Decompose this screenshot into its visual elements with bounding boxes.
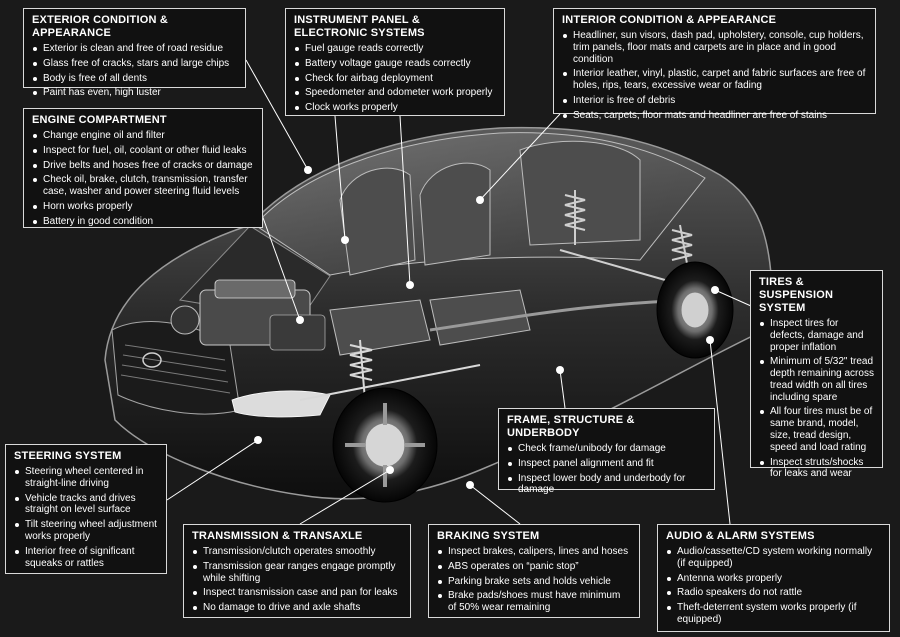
checklist-item: All four tires must be of same brand, mo… (759, 406, 874, 453)
checklist-item: ABS operates on “panic stop” (437, 561, 631, 573)
panel-title: TRANSMISSION & TRANSAXLE (192, 530, 363, 542)
checklist-item: Clock works properly (294, 102, 496, 114)
checklist-item: Check frame/unibody for damage (507, 443, 706, 455)
panel-title: EXTERIOR CONDITION & APPEARANCE (32, 14, 169, 39)
transmission-panel: TRANSMISSION & TRANSAXLE Transmission/cl… (183, 524, 411, 618)
front-wheel (332, 387, 438, 503)
checklist-item: Inspect lower body and underbody for dam… (507, 473, 706, 497)
checklist-item: Horn works properly (32, 201, 254, 213)
frame-structure-panel: FRAME, STRUCTURE & UNDERBODY Check frame… (498, 408, 715, 495)
tires-suspension-panel: TIRES & SUSPENSION SYSTEM Inspect tires … (750, 270, 883, 479)
checklist-item: Radio speakers do not rattle (666, 587, 881, 599)
checklist-item: Inspect transmission case and pan for le… (192, 587, 402, 599)
checklist-item: Inspect brakes, calipers, lines and hose… (437, 546, 631, 558)
seats (329, 140, 641, 356)
checklist-item: Check oil, brake, clutch, transmission, … (32, 174, 254, 198)
checklist-item: Drive belts and hoses free of cracks or … (32, 160, 254, 172)
checklist-item: Inspect panel alignment and fit (507, 458, 706, 470)
engine-block (170, 279, 326, 351)
checklist-item: Brake pads/shoes must have minimum of 50… (437, 590, 631, 614)
checklist-item: Transmission gear ranges engage promptly… (192, 561, 402, 585)
panel-title: TIRES & SUSPENSION SYSTEM (759, 276, 834, 314)
checklist-item: Fuel gauge reads correctly (294, 43, 496, 55)
panel-title: INSTRUMENT PANEL & ELECTRONIC SYSTEMS (294, 14, 425, 39)
checklist-item: Speedometer and odometer work properly (294, 87, 496, 99)
leader-lines (166, 59, 761, 525)
checklist-item: Steering wheel centered in straight-line… (14, 466, 158, 490)
checklist-item: Minimum of 5/32" tread depth remaining a… (759, 356, 874, 403)
panel-title: AUDIO & ALARM SYSTEMS (666, 530, 815, 542)
panel-title: BRAKING SYSTEM (437, 530, 540, 542)
checklist-item: Battery in good condition (32, 216, 254, 228)
checklist-item: Paint has even, high luster (32, 87, 237, 99)
checklist-item: Transmission/clutch operates smoothly (192, 546, 402, 558)
rear-wheel (656, 261, 734, 359)
interior-condition-panel: INTERIOR CONDITION & APPEARANCE Headline… (553, 8, 876, 121)
engine-compartment-panel: ENGINE COMPARTMENT Change engine oil and… (23, 108, 263, 228)
checklist-item: Antenna works properly (666, 573, 881, 585)
checklist-item: Change engine oil and filter (32, 130, 254, 142)
checklist-item: Interior is free of debris (562, 95, 867, 107)
checklist-item: Interior free of significant squeaks or … (14, 546, 158, 570)
panel-title: ENGINE COMPARTMENT (32, 114, 167, 126)
checklist-item: Parking brake sets and holds vehicle (437, 576, 631, 588)
steering-system-panel: STEERING SYSTEM Steering wheel centered … (5, 444, 167, 574)
panel-title: FRAME, STRUCTURE & UNDERBODY (507, 414, 635, 439)
checklist-item: Inspect for fuel, oil, coolant or other … (32, 145, 254, 157)
checklist-item: Inspect tires for defects, damage and pr… (759, 318, 874, 353)
checklist-item: Battery voltage gauge reads correctly (294, 58, 496, 70)
instrument-panel-panel: INSTRUMENT PANEL & ELECTRONIC SYSTEMS Fu… (285, 8, 505, 116)
checklist-item: Check for airbag deployment (294, 73, 496, 85)
braking-system-panel: BRAKING SYSTEM Inspect brakes, calipers,… (428, 524, 640, 618)
checklist-item: Vehicle tracks and drives straight on le… (14, 493, 158, 517)
checklist-item: Tilt steering wheel adjustment works pro… (14, 519, 158, 543)
checklist-item: Headliner, sun visors, dash pad, upholst… (562, 30, 867, 65)
panel-title: INTERIOR CONDITION & APPEARANCE (562, 14, 777, 26)
car-body (104, 126, 773, 500)
checklist-item: Interior leather, vinyl, plastic, carpet… (562, 68, 867, 92)
checklist-item: Inspect struts/shocks for leaks and wear (759, 457, 874, 481)
panel-title: STEERING SYSTEM (14, 450, 122, 462)
checklist-item: Body is free of all dents (32, 73, 237, 85)
checklist-item: Theft-deterrent system works properly (i… (666, 602, 881, 626)
exterior-condition-panel: EXTERIOR CONDITION & APPEARANCE Exterior… (23, 8, 246, 98)
checklist-item: Exterior is clean and free of road resid… (32, 43, 237, 55)
checklist-item: Audio/cassette/CD system working normall… (666, 546, 881, 570)
checklist-item: Glass free of cracks, stars and large ch… (32, 58, 237, 70)
front-suspension (299, 339, 481, 401)
audio-alarm-panel: AUDIO & ALARM SYSTEMS Audio/cassette/CD … (657, 524, 890, 632)
checklist-item: No damage to drive and axle shafts (192, 602, 402, 614)
leader-dots (254, 166, 719, 489)
checklist-item: Seats, carpets, floor mats and headliner… (562, 110, 867, 122)
